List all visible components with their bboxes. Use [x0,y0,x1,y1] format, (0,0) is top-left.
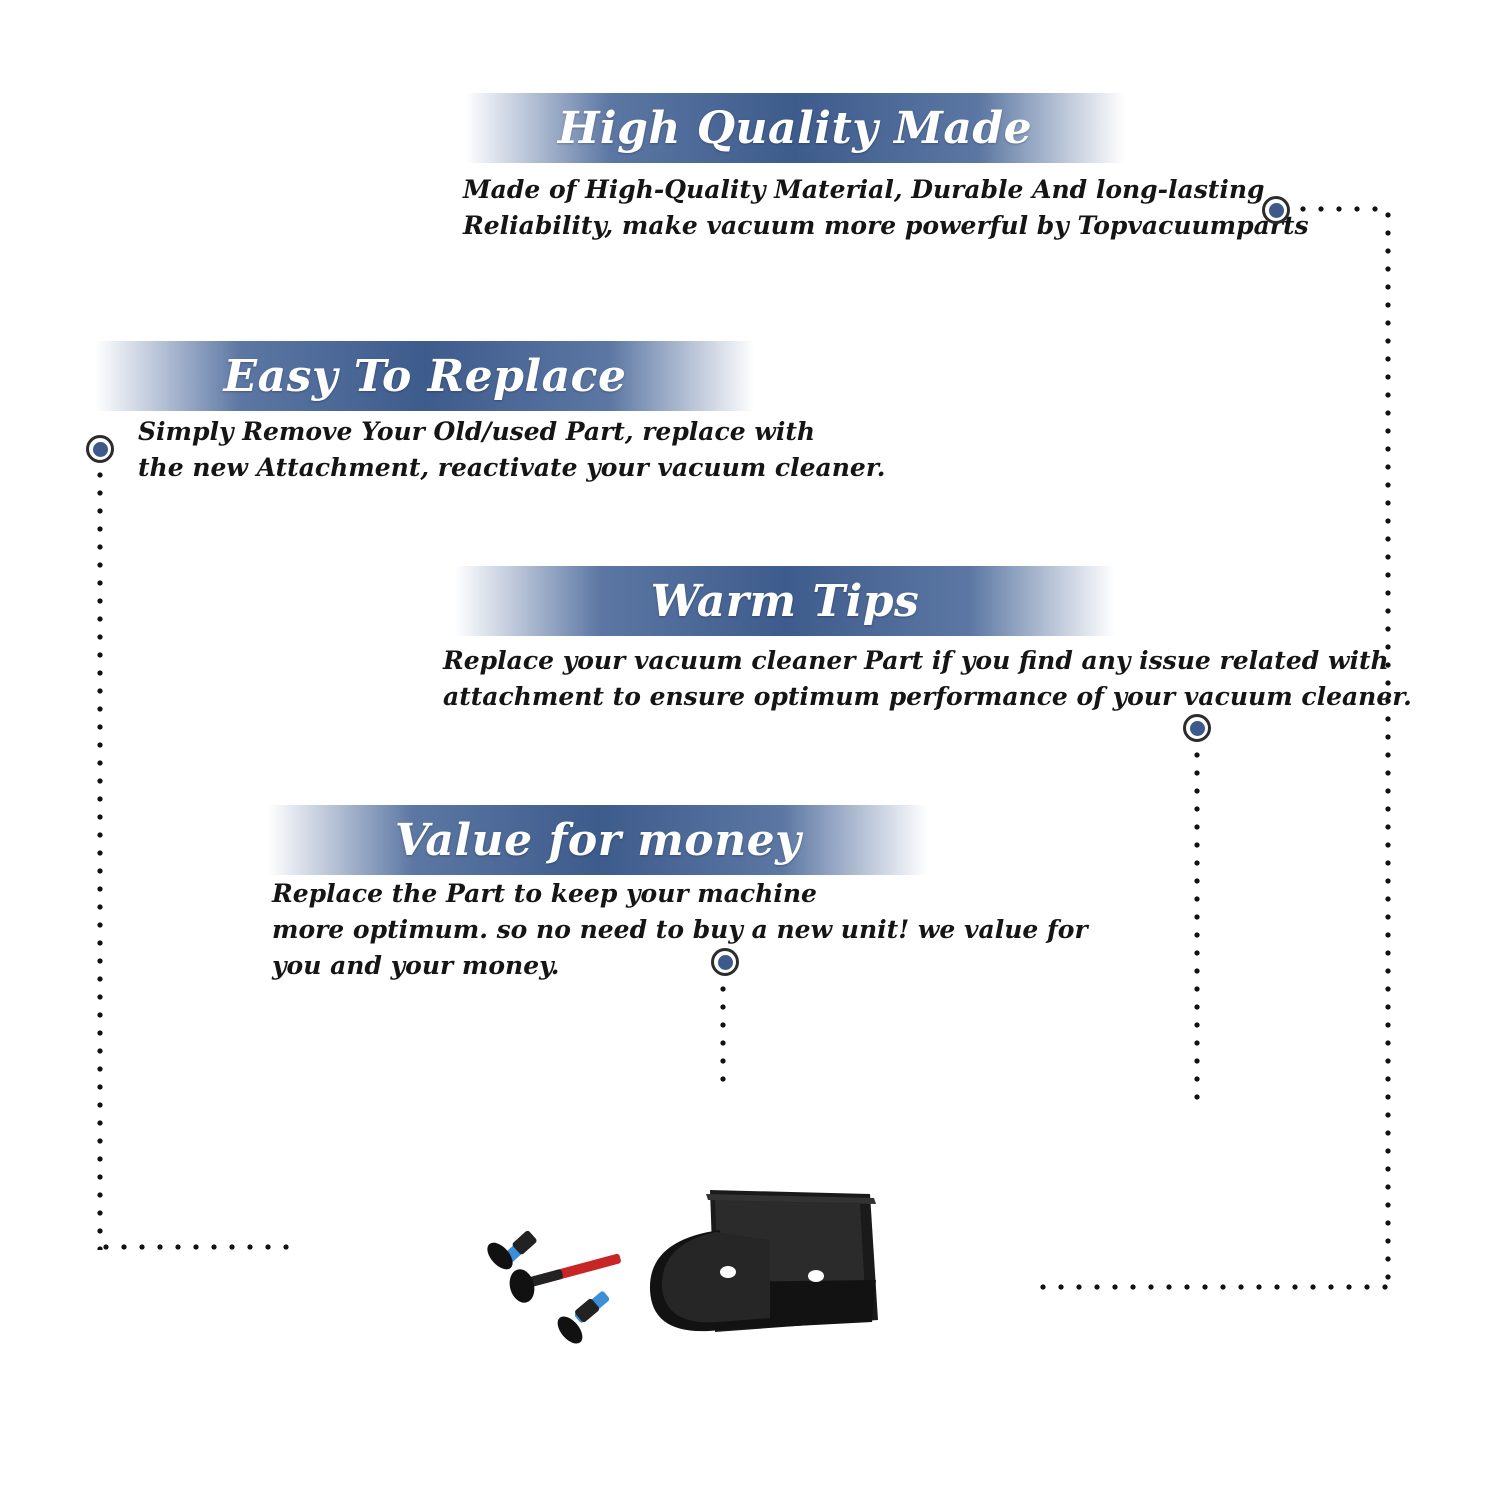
section-description: Made of High-Quality Material, Durable A… [463,175,1309,240]
section-band-easy-replace: Easy To Replace [95,341,755,411]
section-description: Simply Remove Your Old/used Part, replac… [138,417,886,482]
section-title: High Quality Made [557,102,1033,154]
marker-dot-icon [711,948,739,976]
section-band-high-quality: High Quality Made [465,93,1125,163]
screw-icon [509,1253,621,1303]
screw-icon [487,1230,537,1270]
dotted-connector [1034,1284,1390,1290]
section-band-value: Value for money [268,805,928,875]
section-title: Easy To Replace [223,350,627,402]
bracket-icon [649,1190,878,1332]
screw-icon [557,1291,610,1344]
dotted-connector [1385,206,1391,1292]
section-description: Replace the Part to keep your machine mo… [272,879,1088,980]
section-title: Value for money [394,814,802,866]
marker-dot-icon [86,435,114,463]
dotted-connector [97,466,103,1250]
marker-dot-icon [1183,714,1211,742]
dotted-connector [97,1244,301,1250]
dotted-connector [1194,746,1200,1108]
marker-dot-icon [1262,196,1290,224]
product-bracket-image [487,1190,878,1344]
section-title: Warm Tips [650,575,920,627]
dotted-connector [720,980,726,1092]
section-description: Replace your vacuum cleaner Part if you … [443,646,1412,711]
dotted-connector [1294,206,1388,212]
section-band-warm-tips: Warm Tips [455,566,1115,636]
